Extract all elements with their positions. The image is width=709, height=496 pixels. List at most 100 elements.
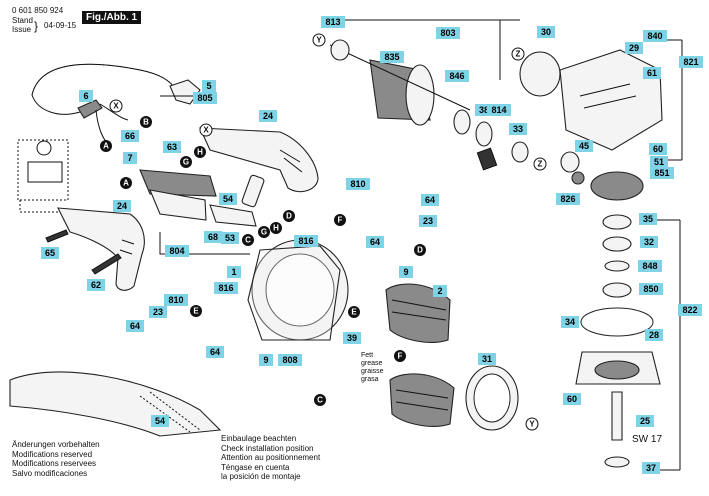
svg-text:816: 816 (218, 283, 233, 293)
part-label-822: 822 (678, 304, 702, 316)
svg-text:54: 54 (155, 416, 165, 426)
svg-text:848: 848 (642, 261, 657, 271)
svg-text:808: 808 (282, 355, 297, 365)
svg-text:35: 35 (643, 214, 653, 224)
svg-text:803: 803 (440, 28, 455, 38)
svg-text:63: 63 (167, 142, 177, 152)
svg-text:61: 61 (647, 68, 657, 78)
part-label-45: 45 (575, 140, 593, 152)
part-label-848: 848 (638, 260, 662, 272)
part-label-9a: 9 (399, 266, 413, 278)
power-cord (31, 63, 201, 115)
svg-text:822: 822 (682, 305, 697, 315)
svg-text:2: 2 (437, 286, 442, 296)
svg-text:9: 9 (403, 267, 408, 277)
part-label-840: 840 (643, 30, 667, 42)
part-label-5: 5 (202, 80, 216, 92)
screw-65 (45, 229, 69, 243)
connection-letter-f: F (394, 350, 406, 362)
svg-text:Z: Z (538, 160, 543, 169)
svg-text:H: H (273, 224, 279, 233)
part-label-66: 66 (121, 130, 139, 142)
part-label-826: 826 (556, 193, 580, 205)
connection-letter-f: F (334, 214, 346, 226)
part-label-25: 25 (636, 415, 654, 427)
svg-text:5: 5 (206, 81, 211, 91)
motor-housing (247, 239, 349, 341)
connection-letter-h: H (194, 146, 206, 158)
svg-text:X: X (113, 102, 119, 111)
svg-text:810: 810 (350, 179, 365, 189)
svg-text:814: 814 (491, 105, 506, 115)
part-label-6: 6 (79, 90, 93, 102)
svg-text:850: 850 (643, 284, 658, 294)
svg-text:D: D (417, 246, 423, 255)
svg-text:F: F (338, 216, 343, 225)
part-label-808: 808 (278, 354, 302, 366)
part-label-851: 851 (650, 167, 674, 179)
connection-letter-e: E (348, 306, 360, 318)
part-label-850: 850 (639, 283, 663, 295)
connection-letter-x: X (109, 99, 123, 113)
part-label-39: 39 (343, 332, 361, 344)
svg-text:23: 23 (423, 216, 433, 226)
part-label-805: 805 (193, 92, 217, 104)
connection-letter-x: X (199, 123, 213, 137)
svg-text:B: B (143, 118, 149, 127)
gear-housing (519, 49, 663, 151)
connection-letter-d: D (283, 210, 295, 222)
part-label-813: 813 (321, 16, 345, 28)
part-label-60a: 60 (649, 143, 667, 155)
connection-letter-z: Z (533, 157, 547, 171)
svg-text:23: 23 (153, 307, 163, 317)
svg-text:D: D (286, 212, 292, 221)
part-label-821: 821 (679, 56, 703, 68)
sw-label: SW 17 (632, 434, 663, 445)
svg-text:53: 53 (225, 233, 235, 243)
part-label-24b: 24 (113, 200, 131, 212)
svg-text:C: C (245, 236, 251, 245)
svg-text:66: 66 (125, 131, 135, 141)
part-label-29: 29 (625, 42, 643, 54)
part-label-816b: 816 (214, 282, 238, 294)
svg-text:6: 6 (83, 91, 88, 101)
part-label-803: 803 (436, 27, 460, 39)
svg-text:24: 24 (263, 111, 273, 121)
part-number: 0 601 850 924 (12, 6, 64, 15)
svg-text:62: 62 (91, 280, 101, 290)
svg-text:F: F (398, 352, 403, 361)
svg-text:816: 816 (298, 236, 313, 246)
svg-text:1: 1 (231, 267, 236, 277)
part-label-61: 61 (643, 67, 661, 79)
bearing-rings (453, 109, 529, 171)
fan-baffle (465, 365, 519, 431)
part-label-53: 53 (221, 232, 239, 244)
svg-text:64: 64 (425, 195, 435, 205)
svg-text:813: 813 (325, 17, 340, 27)
svg-text:Y: Y (529, 420, 535, 429)
svg-text:9: 9 (263, 355, 268, 365)
issue-label: Issue (12, 25, 32, 34)
part-label-804: 804 (165, 245, 189, 257)
brace-glyph: } (34, 19, 39, 33)
svg-text:835: 835 (384, 52, 399, 62)
svg-text:60: 60 (567, 394, 577, 404)
part-label-23a: 23 (419, 215, 437, 227)
svg-text:30: 30 (541, 27, 551, 37)
handle-bottom (57, 207, 145, 291)
part-label-31: 31 (478, 353, 496, 365)
svg-text:38: 38 (479, 105, 489, 115)
issue-date: 04-09-15 (44, 21, 77, 30)
svg-text:840: 840 (647, 31, 662, 41)
svg-text:826: 826 (560, 194, 575, 204)
svg-text:65: 65 (45, 248, 55, 258)
part-label-62: 62 (87, 279, 105, 291)
cord-wires (77, 99, 129, 145)
part-label-60b: 60 (563, 393, 581, 405)
svg-text:E: E (193, 307, 199, 316)
svg-text:33: 33 (513, 124, 523, 134)
svg-text:A: A (123, 179, 129, 188)
svg-text:37: 37 (646, 463, 656, 473)
